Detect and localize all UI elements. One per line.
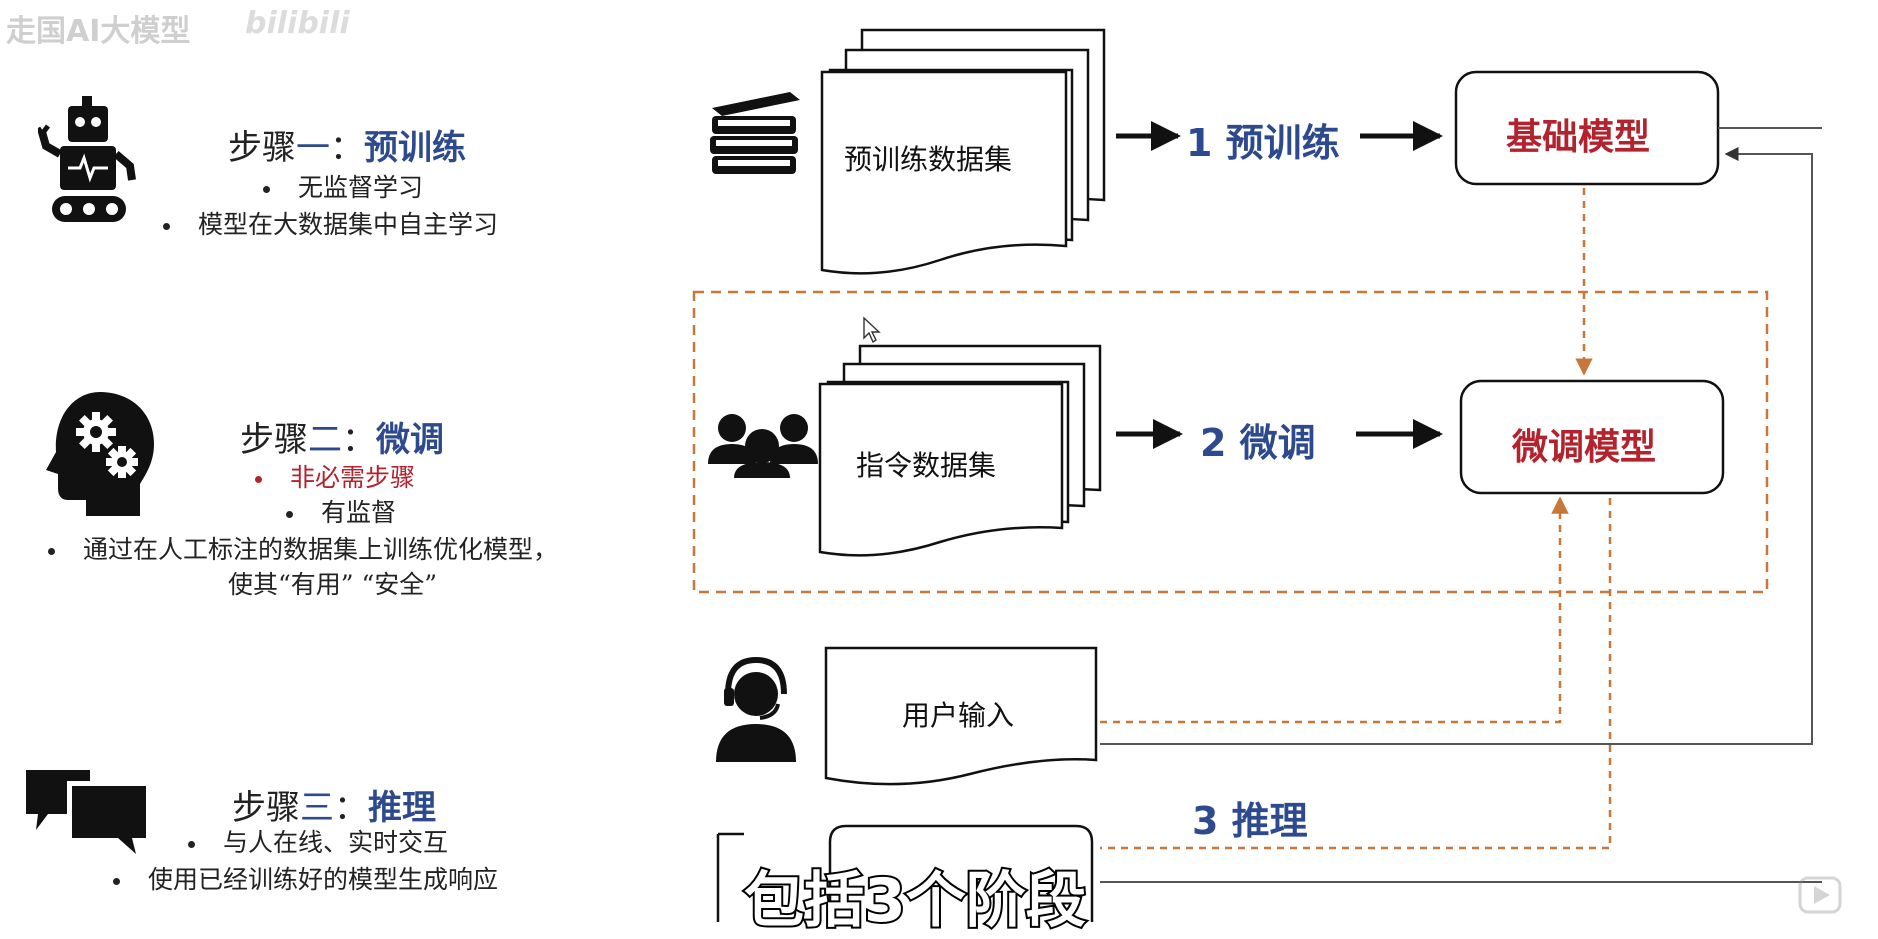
finetuned-model-box <box>1459 379 1725 495</box>
instruction-dataset-label: 指令数据集 <box>856 449 997 482</box>
play-icon <box>1798 876 1842 914</box>
instruction-dataset-doc <box>818 344 1102 557</box>
pretrain-dataset-label: 预训练数据集 <box>844 143 1013 176</box>
step-1-bullet-1: 无监督学习 <box>263 168 423 204</box>
robot-icon <box>38 96 136 222</box>
headset-user-icon <box>716 656 796 762</box>
step-1-title: 步骤一：预训练 <box>228 128 466 168</box>
books-icon <box>710 92 800 174</box>
base-model-label: 基础模型 <box>1506 116 1651 158</box>
group-icon <box>708 414 818 478</box>
pretrain-dataset-doc <box>820 28 1106 275</box>
head-gears-icon <box>46 392 154 516</box>
step-2-bullet-1: 非必需步骤 <box>255 458 415 494</box>
output-doc-partial <box>828 824 1094 922</box>
finetune-region <box>692 290 1769 594</box>
step-2-bullet-3: 通过在人工标注的数据集上训练优化模型， <box>48 530 558 566</box>
step-3-bullet-2: 使用已经训练好的模型生成响应 <box>113 860 498 896</box>
video-subtitle: 包括3个阶段 <box>742 864 1088 938</box>
flow-finetune-label: 2 微调 <box>1200 421 1316 465</box>
flow-pretrain-label: 1 预训练 <box>1186 121 1340 165</box>
step-2-bullet-2: 有监督 <box>286 493 396 529</box>
chat-bubbles-icon <box>26 770 148 856</box>
step-1-bullet-2: 模型在大数据集中自主学习 <box>163 205 498 241</box>
channel-watermark: 走国AI大模型 <box>6 14 191 49</box>
step-3-title: 步骤三：推理 <box>232 788 436 828</box>
cursor-icon <box>863 316 881 344</box>
finetuned-model-label: 微调模型 <box>1512 426 1657 468</box>
bilibili-watermark: bilibili <box>245 6 350 41</box>
step-2-title: 步骤二：微调 <box>240 420 444 460</box>
user-input-doc <box>824 646 1098 786</box>
step-2-bullet-4: 使其“有用” “安全” <box>228 570 438 599</box>
user-input-label: 用户输入 <box>902 699 1015 732</box>
step-3-bullet-1: 与人在线、实时交互 <box>188 823 448 859</box>
flow-inference-label: 3 推理 <box>1192 799 1308 843</box>
